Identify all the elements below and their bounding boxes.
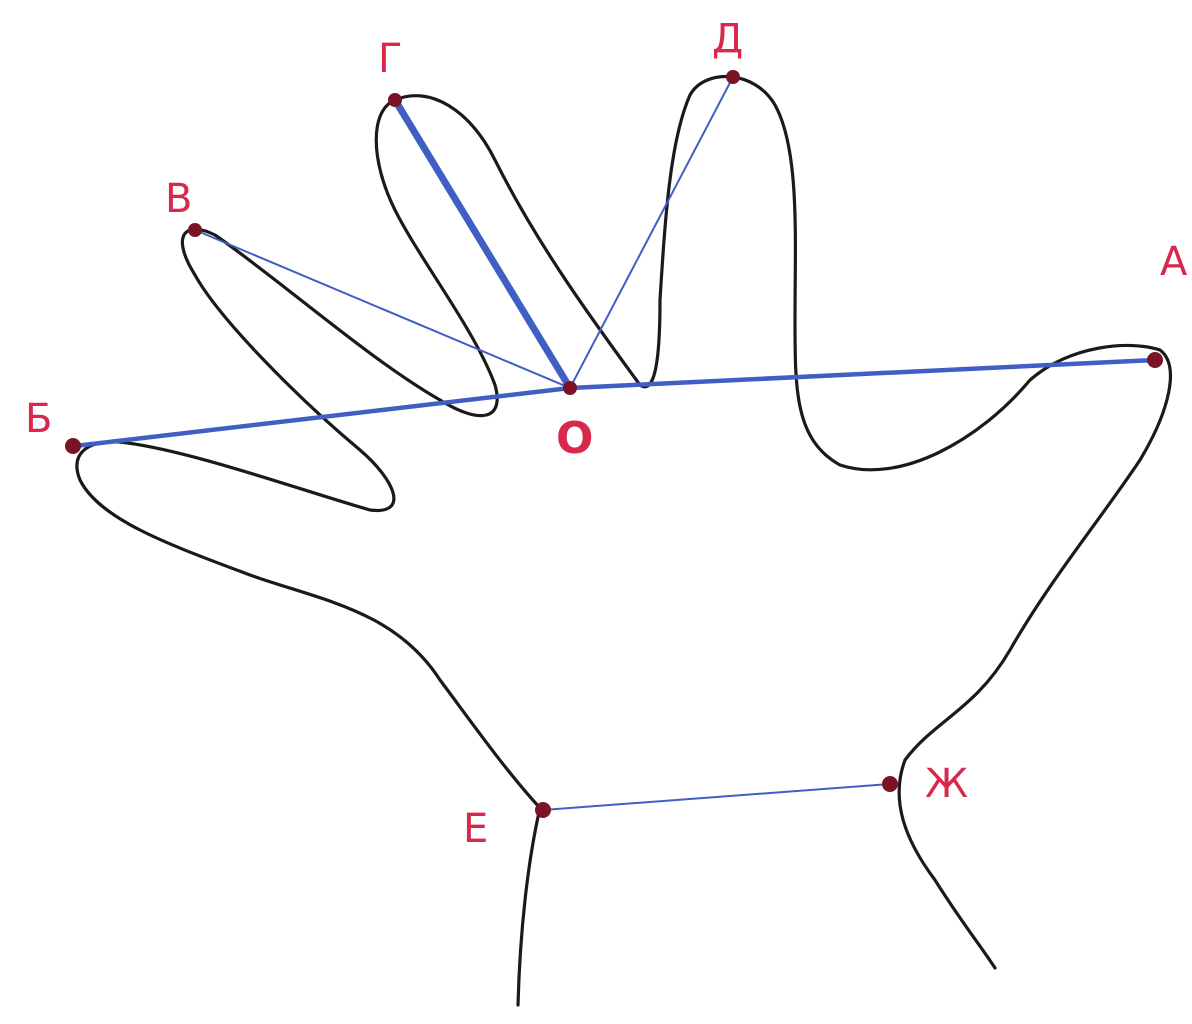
- segment-og: [392, 98, 573, 390]
- point-e: [535, 802, 551, 818]
- label-d: Д: [712, 16, 743, 62]
- segment-ob: [74, 385, 571, 449]
- point-b: [65, 438, 81, 454]
- hand-outline: [75, 75, 1172, 1007]
- point-d: [726, 70, 740, 84]
- label-o: О: [556, 413, 593, 464]
- segment-ov: [194, 229, 571, 389]
- point-zh: [882, 776, 898, 792]
- point-a: [1147, 352, 1163, 368]
- label-e: Е: [463, 806, 488, 852]
- segment-ezh: [542, 783, 891, 811]
- label-a: А: [1160, 239, 1188, 285]
- point-g: [388, 93, 402, 107]
- label-zh: Ж: [925, 761, 968, 807]
- segment-oa: [569, 357, 1156, 391]
- point-o: [563, 381, 577, 395]
- segment-od: [569, 76, 734, 389]
- label-b: Б: [25, 396, 52, 442]
- label-g: Г: [378, 36, 402, 82]
- label-v: В: [165, 176, 192, 222]
- point-v: [188, 223, 202, 237]
